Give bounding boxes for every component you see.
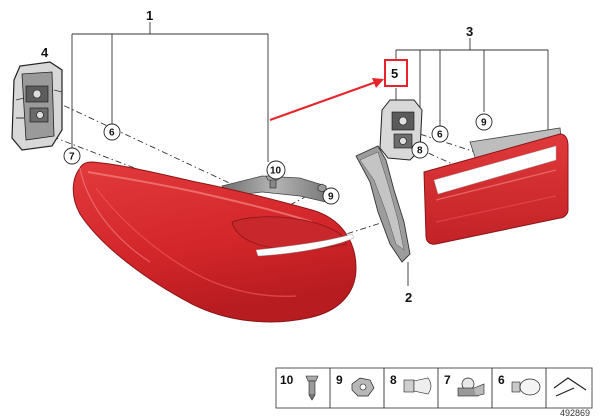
cover-trim — [355, 145, 411, 286]
expanding-rivet-icon — [305, 375, 319, 401]
svg-text:6: 6 — [109, 128, 115, 139]
svg-text:7: 7 — [444, 373, 451, 387]
bulb-socket-icon — [457, 377, 485, 397]
callout-9-outer: 9 — [322, 187, 340, 205]
svg-text:8: 8 — [390, 373, 397, 387]
tail-light-outer — [72, 161, 357, 323]
part-label-3: 3 — [466, 24, 473, 39]
legend-item-8: 8 — [390, 373, 432, 395]
leader-lines-part-1 — [71, 22, 269, 162]
wedge-bulb-icon — [403, 377, 432, 395]
part-label-1: 1 — [146, 8, 153, 23]
callout-10-outer: 10 — [266, 160, 286, 180]
arrow-symbol-icon — [553, 377, 587, 397]
legend-item-10: 10 — [280, 373, 319, 401]
bulb-carrier-inner — [379, 88, 423, 161]
svg-text:6: 6 — [437, 130, 443, 141]
svg-text:10: 10 — [280, 373, 294, 387]
parts-legend: 10 9 8 7 — [275, 367, 593, 409]
glass-bulb-icon — [511, 378, 541, 396]
tail-light-inner — [423, 127, 569, 245]
svg-text:6: 6 — [498, 373, 505, 387]
svg-text:9: 9 — [481, 118, 487, 129]
callout-8-inner: 8 — [411, 141, 429, 159]
svg-text:10: 10 — [270, 166, 282, 177]
part-label-2: 2 — [405, 290, 412, 305]
legend-item-7: 7 — [444, 373, 485, 397]
svg-text:9: 9 — [336, 373, 343, 387]
bulb-carrier-outer — [11, 61, 63, 151]
callout-6-inner: 6 — [431, 125, 449, 143]
callout-7-outer: 7 — [63, 147, 81, 165]
callout-9-inner: 9 — [475, 113, 493, 131]
part-label-5: 5 — [391, 66, 398, 81]
part-label-4: 4 — [41, 45, 49, 60]
diagram-number: 492869 — [560, 408, 590, 418]
svg-text:7: 7 — [69, 152, 75, 163]
svg-text:8: 8 — [417, 146, 423, 157]
svg-text:9: 9 — [328, 192, 334, 203]
legend-item-symbol — [553, 377, 587, 397]
legend-item-9: 9 — [336, 373, 375, 397]
hex-nut-icon — [351, 377, 375, 397]
callout-6-outer: 6 — [103, 123, 121, 141]
highlight-arrow — [269, 78, 384, 121]
part-label-5-highlight: 5 — [384, 59, 408, 87]
legend-item-6: 6 — [498, 373, 541, 396]
